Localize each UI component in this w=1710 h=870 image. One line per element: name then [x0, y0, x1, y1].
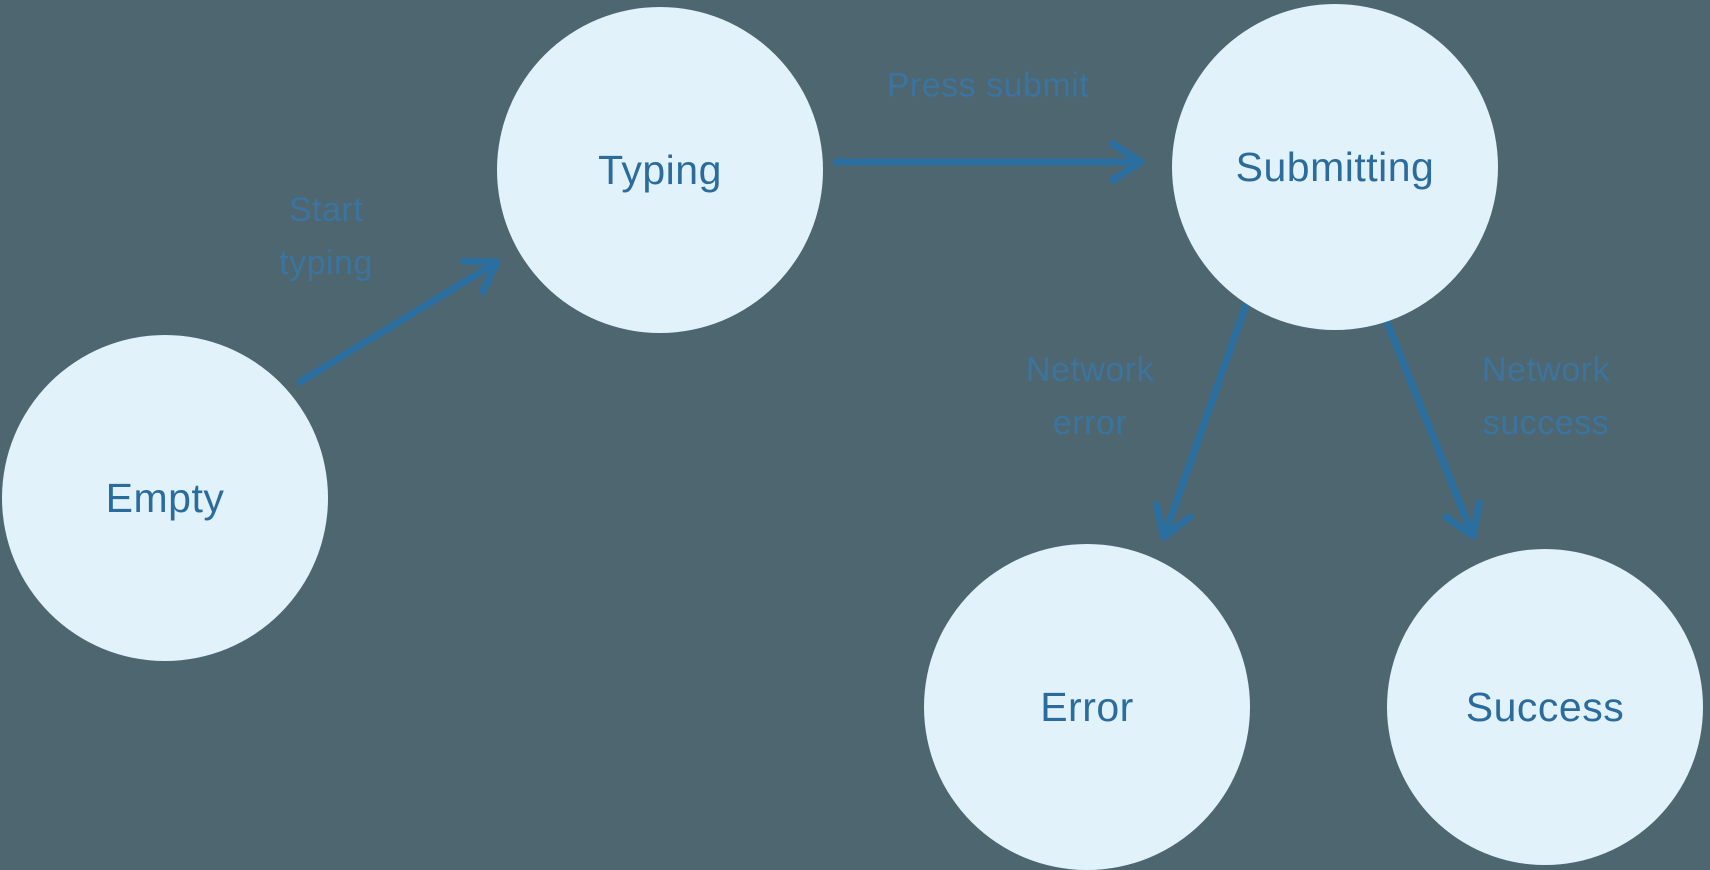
state-node-typing: Typing: [497, 7, 823, 333]
edge-label-press-submit: Press submit: [886, 66, 1090, 105]
state-label-success: Success: [1465, 683, 1625, 730]
state-label-typing: Typing: [598, 146, 722, 193]
state-node-error: Error: [924, 544, 1250, 870]
edge-label-start-typing: Start typing: [279, 191, 373, 282]
state-node-success: Success: [1387, 549, 1703, 865]
state-label-error: Error: [1040, 683, 1134, 730]
edge-label-network-error: Network error: [1025, 351, 1155, 442]
state-node-submitting: Submitting: [1172, 4, 1498, 330]
arrow-submitting-to-error: [1152, 298, 1251, 541]
state-label-empty: Empty: [105, 474, 225, 521]
edge-label-network-success: Network success: [1481, 351, 1611, 442]
state-label-submitting: Submitting: [1235, 143, 1435, 190]
state-node-empty: Empty: [2, 335, 328, 661]
arrow-submitting-to-success: [1382, 316, 1483, 540]
